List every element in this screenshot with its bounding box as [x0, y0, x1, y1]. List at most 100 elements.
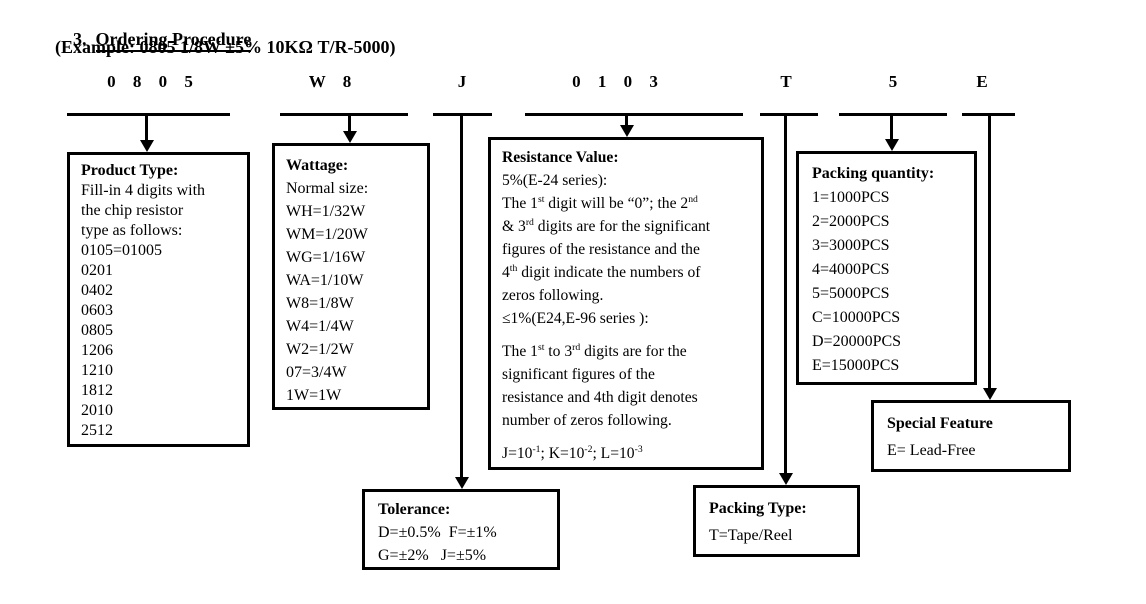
box-text-line: WG=1/16W: [286, 249, 366, 266]
box-text-line: E= Lead-Free: [887, 442, 976, 459]
box-text-line: 0603: [81, 302, 113, 319]
section-heading: 3. Ordering Procedure: [55, 8, 252, 71]
box-text-line: D=±0.5% F=±1%: [378, 524, 497, 541]
box-text-line: significant figures of the: [502, 366, 655, 383]
arrow-shaft: [145, 113, 148, 143]
box-text-line: zeros following.: [502, 287, 604, 304]
underline-resistance: [525, 113, 743, 116]
box-text-line: figures of the resistance and the: [502, 241, 700, 258]
box-text-line: 5=5000PCS: [812, 285, 890, 302]
arrow-shaft: [460, 113, 463, 480]
box-text-line: 1206: [81, 342, 113, 359]
special-feature-box-body: E= Lead-Free: [887, 437, 1062, 464]
code-segment-special-feature: E: [976, 72, 988, 91]
box-text-line: resistance and 4th digit denotes: [502, 389, 698, 406]
arrow-to-resistance-box: [620, 113, 634, 137]
arrow-to-packing-type-box: [779, 113, 793, 485]
box-text-line: 1W=1W: [286, 387, 342, 404]
tolerance-box: Tolerance: D=±0.5% F=±1% G=±2% J=±5%: [362, 489, 560, 570]
box-text-line: the chip resistor: [81, 202, 184, 219]
arrowhead-icon: [140, 140, 154, 152]
packing-quantity-box: Packing quantity: 1=1000PCS 2=2000PCS 3=30…: [796, 151, 977, 385]
arrow-shaft: [890, 113, 893, 142]
box-text-line: 1812: [81, 382, 113, 399]
packing-type-box-body: T=Tape/Reel: [709, 522, 851, 549]
box-text-line: [502, 330, 755, 340]
box-text-line: Fill-in 4 digits with: [81, 182, 206, 199]
box-text-line: Normal size:: [286, 180, 369, 197]
box-text-line: E=15000PCS: [812, 357, 900, 374]
packing-type-box-title: Packing Type:: [709, 500, 807, 517]
box-text-line: W2=1/2W: [286, 341, 354, 358]
arrow-to-special-feature-box: [983, 113, 997, 400]
resistance-value-box-title: Resistance Value:: [502, 149, 619, 166]
box-text-line: [502, 432, 755, 442]
box-text-line: 3=3000PCS: [812, 237, 890, 254]
arrowhead-icon: [885, 139, 899, 151]
underline-wattage: [280, 113, 408, 116]
code-segment-tolerance: J: [457, 72, 467, 91]
tolerance-box-title: Tolerance:: [378, 501, 451, 518]
box-text-line: 1=1000PCS: [812, 189, 890, 206]
arrowhead-icon: [455, 477, 469, 489]
arrow-shaft: [348, 113, 351, 134]
section-title: Ordering Procedure: [95, 29, 252, 52]
box-text-line: The 1st to 3rd digits are for the: [502, 341, 687, 360]
arrow-to-tolerance-box: [455, 113, 469, 489]
box-text-line: D=20000PCS: [812, 333, 902, 350]
box-text-line: 0805: [81, 322, 113, 339]
arrow-to-product-type-box: [140, 113, 154, 152]
box-text-line: W4=1/4W: [286, 318, 354, 335]
box-text-line: 2=2000PCS: [812, 213, 890, 230]
box-text-line: The 1st digit will be “0”; the 2nd: [502, 193, 698, 212]
wattage-box: Wattage: Normal size: WH=1/32W WM=1/20W WG=…: [272, 143, 430, 410]
box-text-line: 0105=01005: [81, 242, 163, 259]
packing-type-box: Packing Type: T=Tape/Reel: [693, 485, 860, 557]
underline-packing-quantity: [839, 113, 947, 116]
box-text-line: 07=3/4W: [286, 364, 347, 381]
box-text-line: G=±2% J=±5%: [378, 547, 487, 564]
code-segment-packing-quantity: 5: [888, 72, 898, 91]
arrow-shaft: [625, 113, 628, 128]
box-text-line: 2512: [81, 422, 113, 439]
product-type-box-title: Product Type:: [81, 162, 179, 179]
box-text-line: 2010: [81, 402, 113, 419]
example-line: (Example: 0805 1/8W ±5% 10KΩ T/R-5000): [55, 37, 396, 57]
code-segment-resistance: 0 1 0 3: [572, 72, 658, 91]
arrowhead-icon: [779, 473, 793, 485]
arrowhead-icon: [983, 388, 997, 400]
wattage-box-title: Wattage:: [286, 157, 349, 174]
arrow-to-packing-quantity-box: [885, 113, 899, 151]
box-text-line: 0402: [81, 282, 113, 299]
box-text-line: WH=1/32W: [286, 203, 366, 220]
packing-quantity-box-title: Packing quantity:: [812, 165, 935, 182]
box-text-line: WA=1/10W: [286, 272, 364, 289]
box-text-line: type as follows:: [81, 222, 183, 239]
underline-packing-type: [760, 113, 818, 116]
box-text-line: WM=1/20W: [286, 226, 368, 243]
product-type-box: Product Type: Fill-in 4 digits with the c…: [67, 152, 250, 447]
code-segment-packing-type: T: [780, 72, 792, 91]
wattage-box-body: Normal size: WH=1/32W WM=1/20W WG=1/16W WA=1…: [286, 177, 421, 407]
box-text-line: ≤1%(E24,E-96 series ):: [502, 310, 649, 327]
box-text-line: 4th digit indicate the numbers of: [502, 262, 701, 281]
box-text-line: 1210: [81, 362, 113, 379]
box-text-line: J=10-1; K=10-2; L=10-3: [502, 443, 643, 462]
box-text-line: T=Tape/Reel: [709, 527, 793, 544]
special-feature-box-title: Special Feature: [887, 415, 993, 432]
box-text-line: 5%(E-24 series):: [502, 172, 608, 189]
arrow-shaft: [988, 113, 991, 391]
section-number: 3.: [73, 29, 87, 49]
box-text-line: & 3rd digits are for the significant: [502, 216, 711, 235]
resistance-value-box: Resistance Value: 5%(E-24 series): The 1s…: [488, 137, 764, 470]
code-segment-wattage: W 8: [308, 72, 352, 91]
underline-product-type: [67, 113, 230, 116]
tolerance-box-body: D=±0.5% F=±1% G=±2% J=±5%: [378, 521, 551, 567]
arrow-to-wattage-box: [343, 113, 357, 143]
resistance-value-box-body: 5%(E-24 series): The 1st digit will be “0…: [502, 169, 755, 465]
box-text-line: W8=1/8W: [286, 295, 354, 312]
arrowhead-icon: [620, 125, 634, 137]
box-text-line: C=10000PCS: [812, 309, 901, 326]
